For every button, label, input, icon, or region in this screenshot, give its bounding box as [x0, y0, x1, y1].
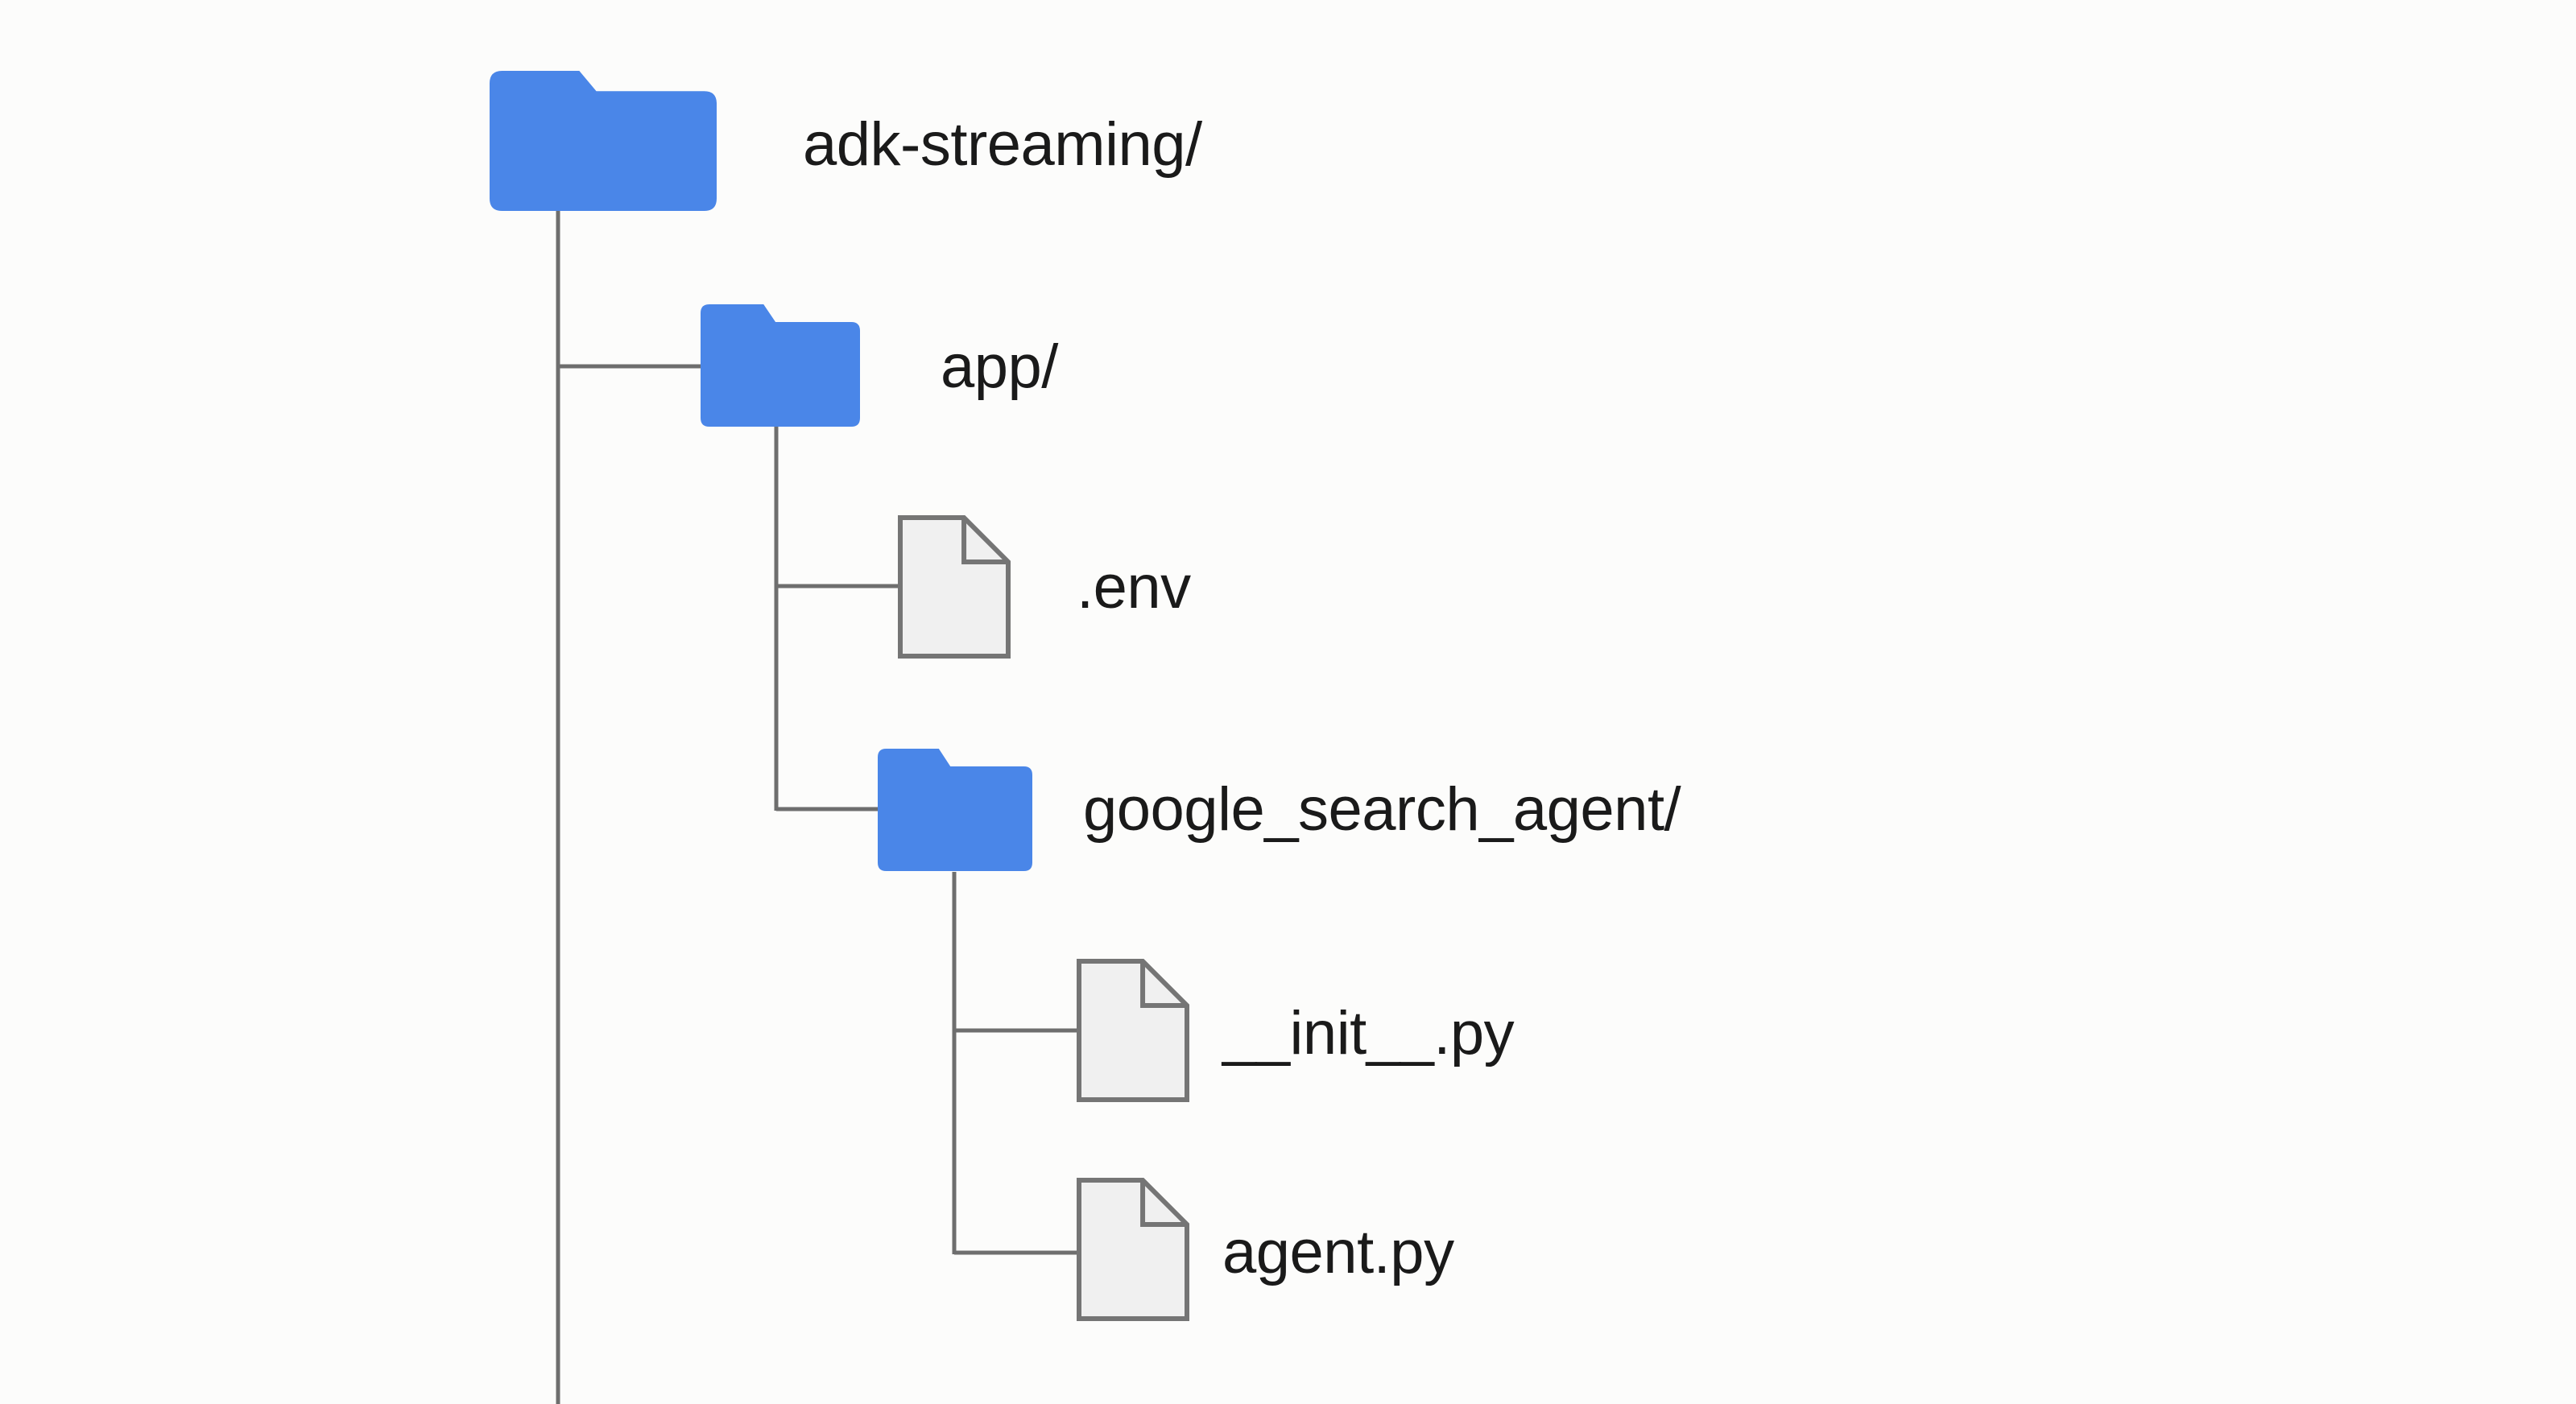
file-body — [1077, 959, 1189, 1102]
file-fold-corner — [1140, 1180, 1187, 1227]
folder-icon[interactable] — [490, 71, 717, 211]
file-icon[interactable] — [898, 515, 1011, 659]
node-label-init_py[interactable]: __init__.py — [1222, 999, 1515, 1067]
folder-icon[interactable] — [701, 304, 860, 427]
icon-layer — [490, 71, 1189, 1321]
connector-layer — [556, 211, 1081, 1404]
node-label-agent_py[interactable]: agent.py — [1222, 1218, 1454, 1286]
node-label-env[interactable]: .env — [1077, 553, 1191, 621]
node-label-google_search_agent[interactable]: google_search_agent/ — [1083, 775, 1681, 844]
node-label-app[interactable]: app/ — [941, 332, 1058, 401]
node-label-root[interactable]: adk-streaming/ — [803, 110, 1202, 179]
file-body — [898, 515, 1011, 659]
file-body — [1077, 1178, 1189, 1321]
folder-icon[interactable] — [878, 749, 1032, 871]
file-icon[interactable] — [1077, 959, 1189, 1102]
file-icon[interactable] — [1077, 1178, 1189, 1321]
file-fold-corner — [961, 518, 1008, 564]
file-fold-corner — [1140, 961, 1187, 1008]
